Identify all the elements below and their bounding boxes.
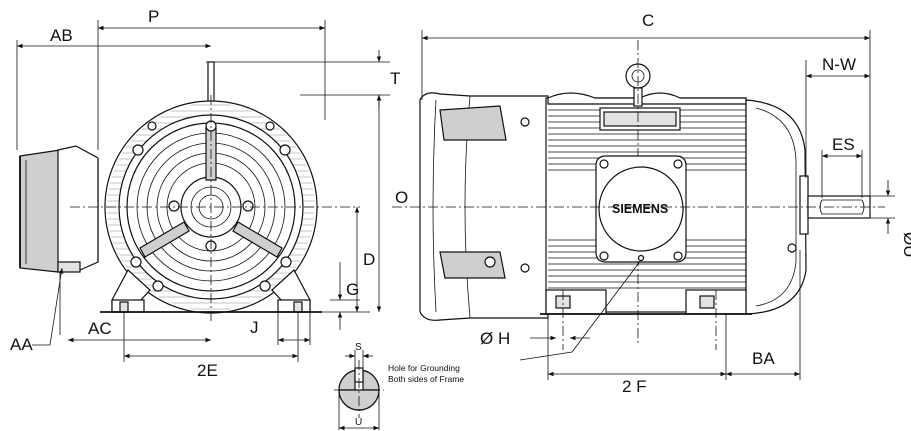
dim-label-D: D: [363, 250, 375, 269]
dimensions-end-view: P AB T O D G AA AC J: [10, 7, 408, 380]
dim-label-C: C: [642, 11, 654, 30]
conduit-box: [19, 145, 99, 273]
dim-label-AB: AB: [50, 26, 73, 45]
dim-label-ES: ES: [832, 135, 855, 154]
dim-label-O: O: [395, 188, 408, 207]
grounding-note-line1: Hole for Grounding: [388, 363, 460, 373]
dim-label-G: G: [346, 280, 359, 299]
dim-label-U: ØU: [900, 232, 911, 258]
nameplate: SIEMENS: [595, 155, 687, 263]
dim-label-2E: 2E: [197, 361, 218, 380]
motor-feet-side: [540, 289, 752, 350]
dim-label-J: J: [250, 318, 259, 337]
dim-label-H: Ø H: [480, 329, 510, 348]
side-view: SIEMENS: [392, 40, 885, 350]
dim-label-NW: N-W: [822, 55, 856, 74]
brand-name: SIEMENS: [612, 202, 668, 216]
dim-label-P: P: [148, 7, 159, 26]
dim-label-BA: BA: [752, 349, 775, 368]
dim-label-2F: 2 F: [622, 377, 647, 396]
dim-label-S: S: [355, 342, 362, 353]
grounding-note-line2: Both sides of Frame: [388, 374, 464, 384]
end-view: [19, 61, 360, 322]
dimensions-side-view: C N-W ES ØU Ø H Hole for Grounding Both …: [388, 11, 911, 396]
dim-label-AC: AC: [88, 319, 112, 338]
shaft-keyway-section: S U: [334, 342, 384, 431]
dim-label-T: T: [390, 69, 400, 88]
dim-label-AA: AA: [10, 335, 33, 354]
dim-label-U-shaft: U: [355, 417, 362, 428]
